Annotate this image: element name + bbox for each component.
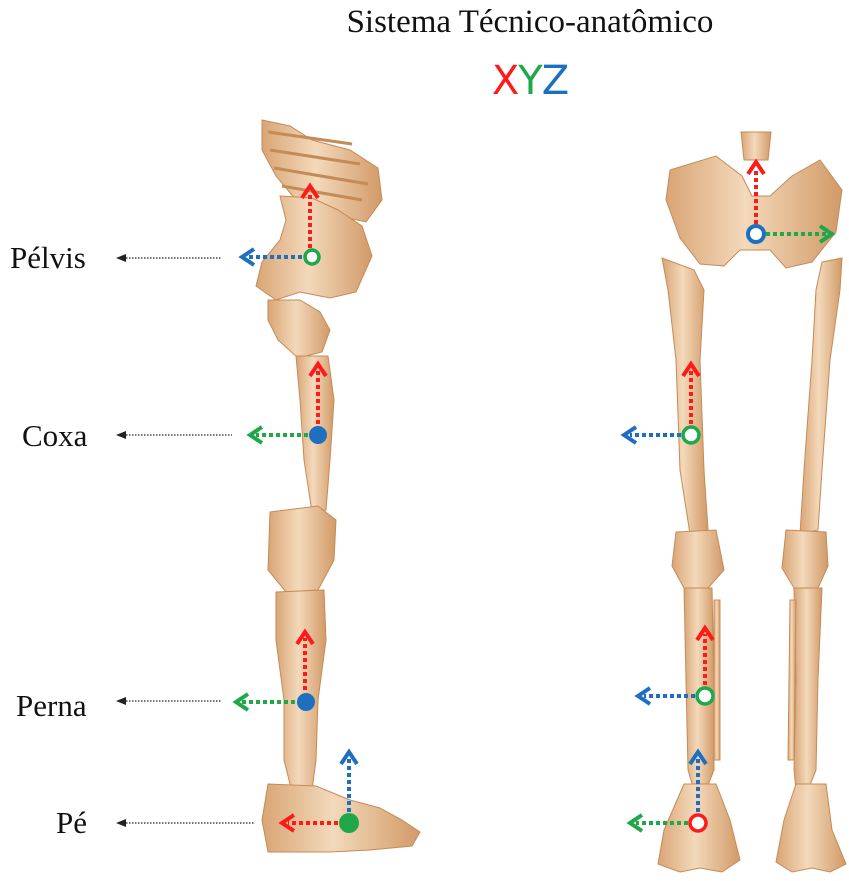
label-pointer-arrows xyxy=(116,254,254,827)
side-view-leg-skeleton xyxy=(256,120,420,852)
